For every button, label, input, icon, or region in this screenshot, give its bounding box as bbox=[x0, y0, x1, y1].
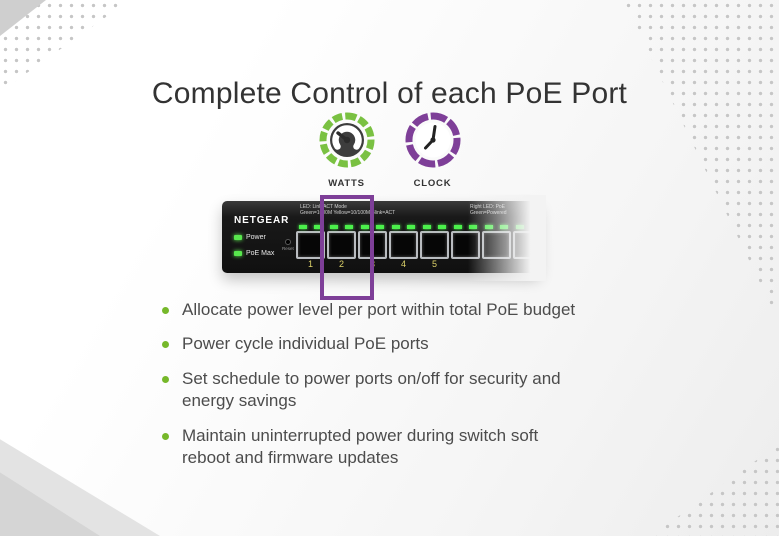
port-led bbox=[438, 225, 446, 229]
port-led bbox=[392, 225, 400, 229]
bullet-text: Allocate power level per port within tot… bbox=[182, 300, 576, 319]
dot-pattern-bottom-right bbox=[651, 444, 779, 536]
bullet-item: Power cycle individual PoE ports bbox=[160, 333, 635, 355]
poe-max-led bbox=[234, 251, 242, 256]
port-jack bbox=[451, 231, 480, 259]
switch-legend-right: Right LED: PoE Green=Powered bbox=[470, 204, 507, 217]
port-number-blank bbox=[451, 259, 480, 269]
reset-label: Reset bbox=[282, 246, 294, 251]
clock-icon-block: CLOCK bbox=[403, 112, 463, 189]
port-led bbox=[376, 225, 384, 229]
port-led bbox=[516, 225, 524, 229]
poe-max-led-row: PoE Max bbox=[234, 250, 274, 257]
power-led-row: Power bbox=[234, 234, 266, 241]
netgear-logo: NETGEAR bbox=[234, 215, 290, 226]
port-led bbox=[531, 225, 539, 229]
triangle-top-left bbox=[0, 0, 46, 36]
port-number-5: 5 bbox=[431, 259, 437, 269]
port-led bbox=[423, 225, 431, 229]
switch-body: NETGEAR Power PoE Max Reset LED: Link/AC… bbox=[222, 201, 540, 273]
port-7 bbox=[482, 225, 511, 259]
bullet-text-line2: reboot and firmware updates bbox=[182, 448, 399, 468]
port-number-4: 4 bbox=[400, 259, 406, 269]
clock-icon bbox=[405, 112, 460, 168]
port-8 bbox=[513, 225, 540, 259]
port-led bbox=[454, 225, 462, 229]
port-number-blank bbox=[513, 259, 540, 269]
port-number-1: 1 bbox=[307, 259, 313, 269]
power-label: Power bbox=[246, 234, 266, 241]
port-led bbox=[485, 225, 493, 229]
feature-bullet-list: Allocate power level per port within tot… bbox=[160, 299, 635, 482]
page-title: Complete Control of each PoE Port bbox=[151, 77, 628, 111]
port-led bbox=[407, 225, 415, 229]
reset-button: Reset bbox=[282, 239, 294, 251]
port-led bbox=[469, 225, 477, 229]
power-led bbox=[234, 235, 242, 240]
port-led bbox=[361, 225, 369, 229]
bullet-item: Set schedule to power ports on/off for s… bbox=[160, 368, 635, 413]
port-led bbox=[314, 225, 322, 229]
bullet-text: Maintain uninterrupted power during swit… bbox=[182, 425, 539, 445]
poe-max-label: PoE Max bbox=[246, 250, 275, 257]
port-5 bbox=[420, 225, 449, 259]
port-4 bbox=[389, 225, 418, 259]
port-jack bbox=[513, 231, 540, 259]
port-number-2: 2 bbox=[338, 259, 344, 269]
watts-icon-block: WATTS bbox=[317, 112, 377, 189]
bullet-text: Set schedule to power ports on/off for s… bbox=[182, 368, 561, 388]
port-jack bbox=[482, 231, 511, 259]
bullet-item: Maintain uninterrupted power during swit… bbox=[160, 425, 635, 470]
bullet-text: Power cycle individual PoE ports bbox=[182, 334, 429, 354]
legend-left-line2: Green=1000M Yellow=10/100M Blink=ACT bbox=[300, 210, 396, 217]
clock-label: CLOCK bbox=[413, 178, 452, 189]
port-jack bbox=[420, 231, 449, 259]
bullet-item: Allocate power level per port within tot… bbox=[160, 299, 635, 321]
port-led bbox=[330, 225, 338, 229]
watts-label: WATTS bbox=[328, 178, 365, 189]
reset-hole bbox=[284, 239, 291, 245]
port-led bbox=[345, 225, 353, 229]
port-led bbox=[500, 225, 508, 229]
port-led bbox=[299, 225, 307, 229]
port-2 bbox=[327, 225, 356, 259]
port-jack bbox=[389, 231, 418, 259]
feature-icons: WATTS CLOCK bbox=[0, 112, 779, 189]
port-6 bbox=[451, 225, 480, 259]
port-highlight-box bbox=[320, 195, 374, 300]
port-jack bbox=[327, 231, 356, 259]
port-number-blank bbox=[482, 259, 511, 269]
switch-image: NETGEAR Power PoE Max Reset LED: Link/AC… bbox=[222, 201, 540, 273]
bullet-text-line2: energy savings bbox=[182, 391, 297, 411]
legend-right-line2: Green=Powered bbox=[470, 210, 507, 217]
watts-gauge-icon bbox=[319, 112, 374, 168]
